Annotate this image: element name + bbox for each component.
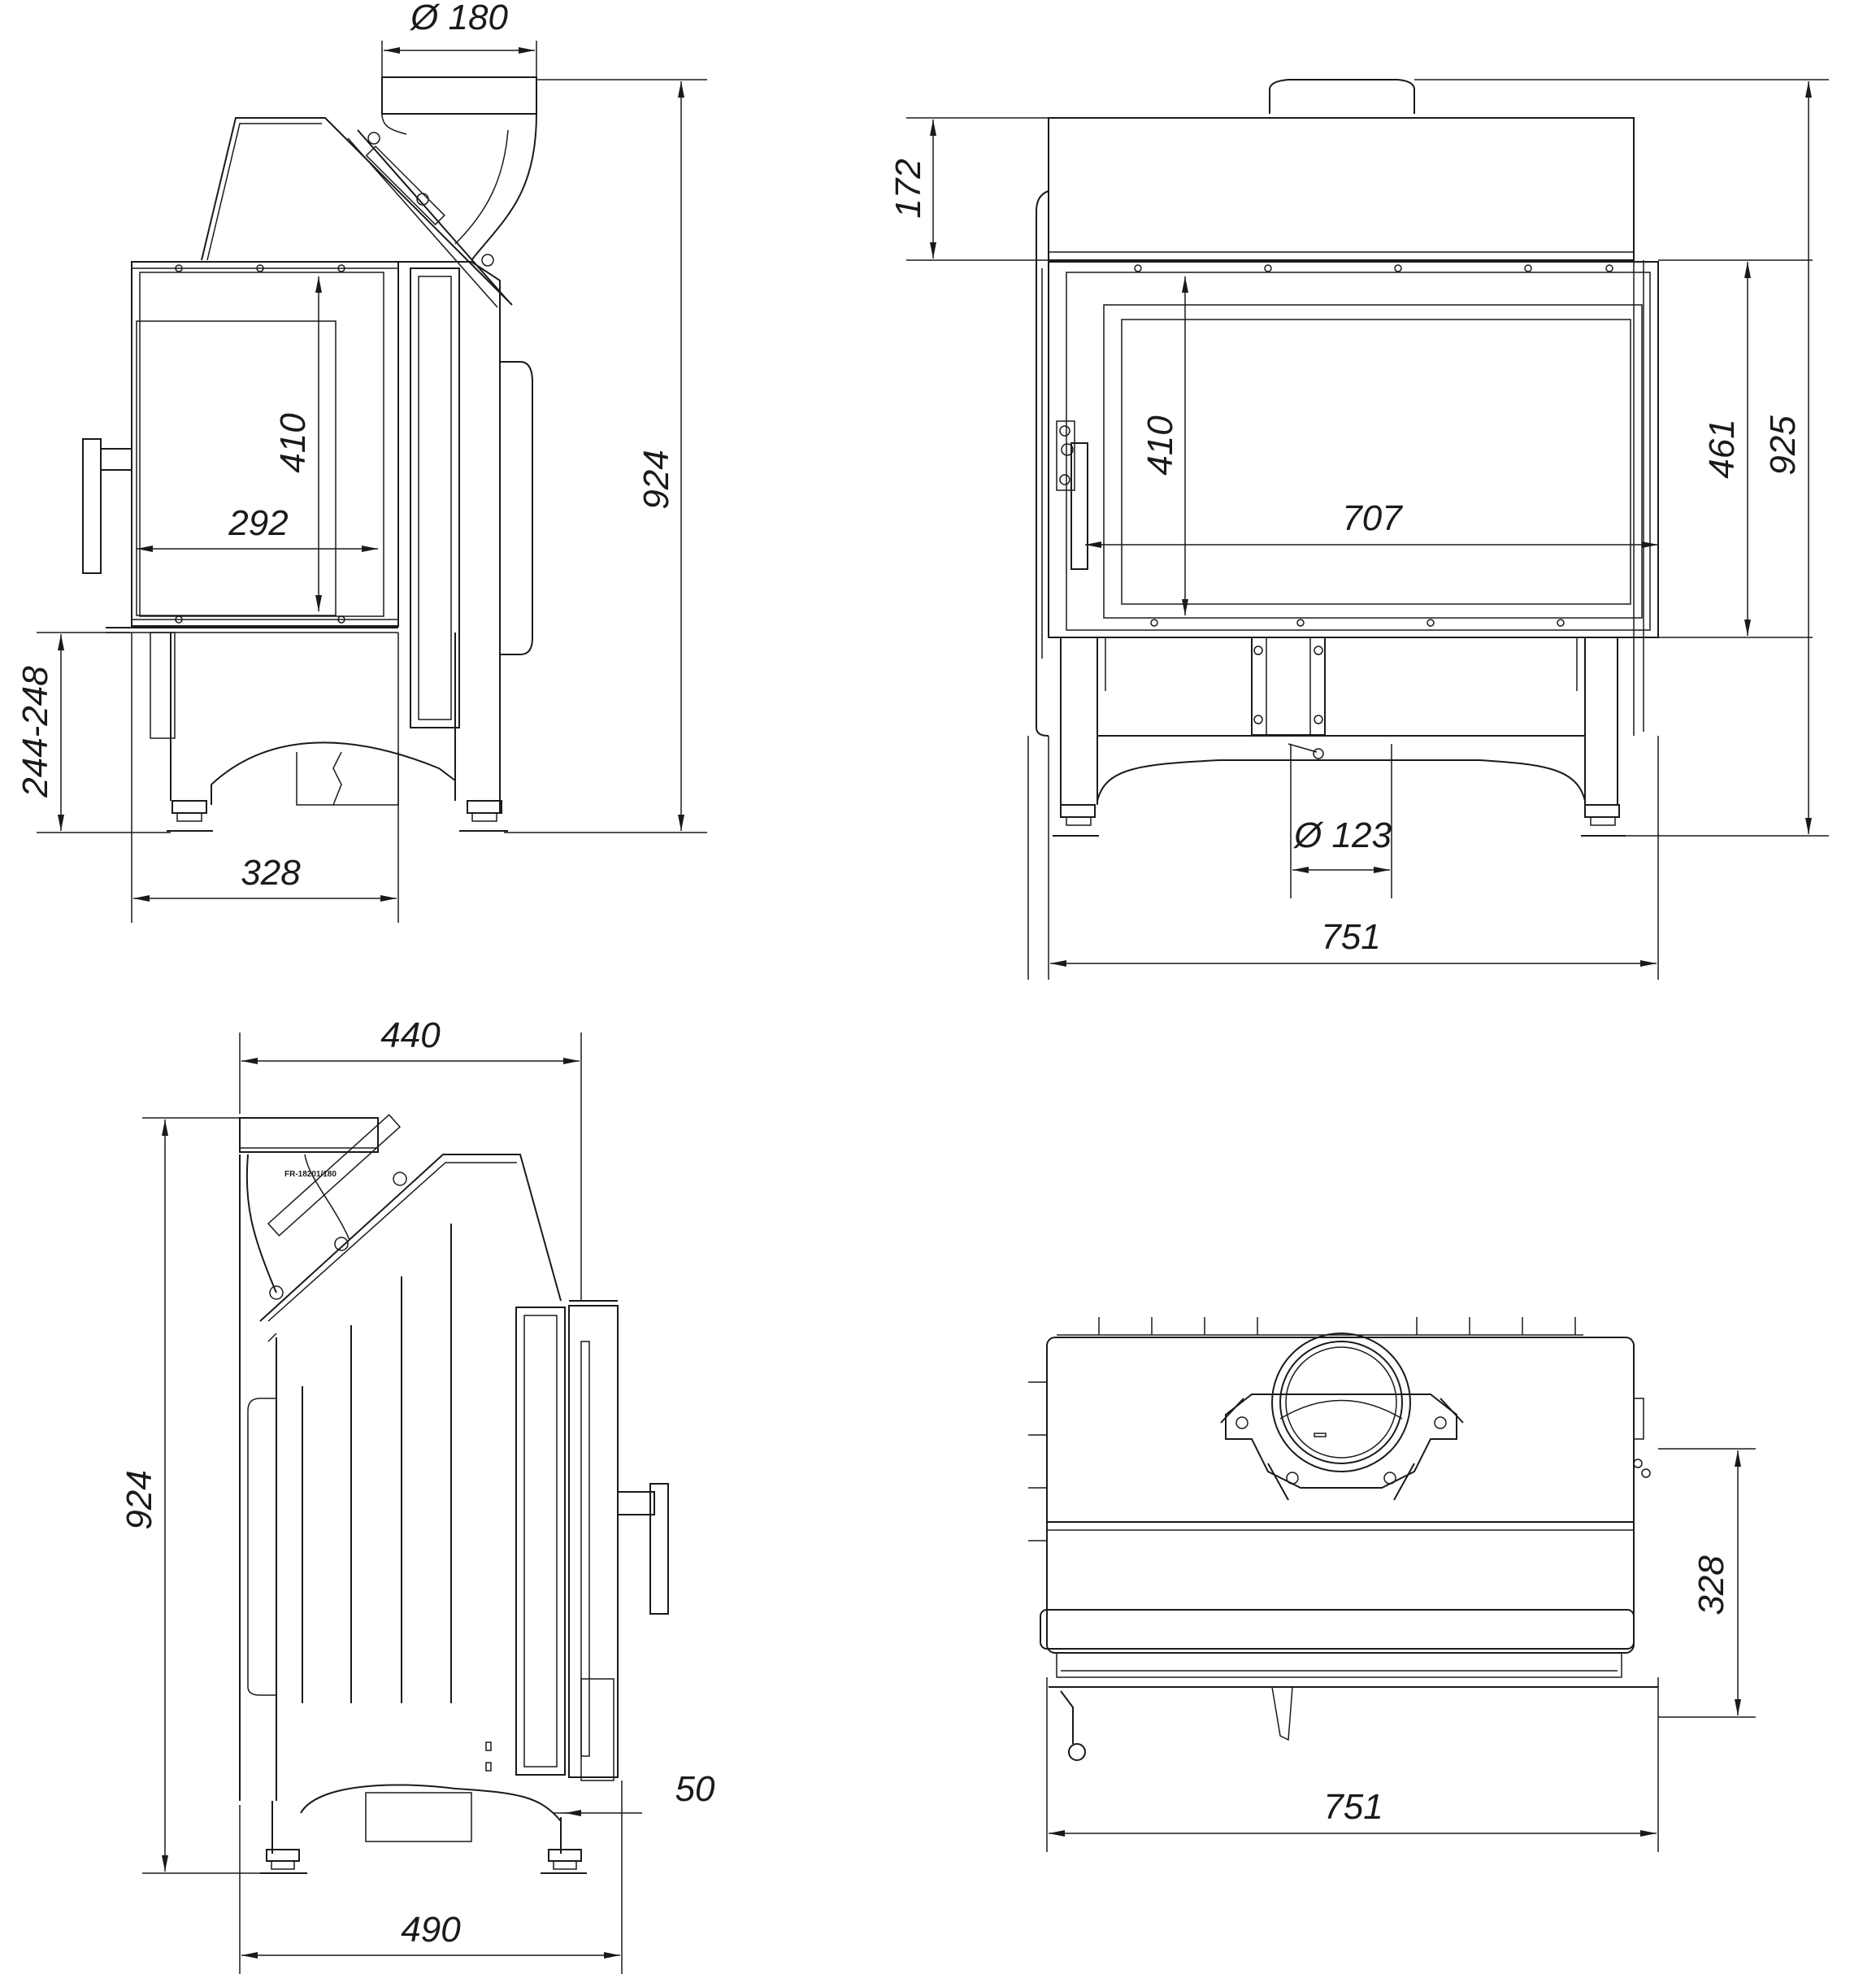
door-handle [82,438,132,574]
view-top [1028,1317,1658,1761]
door-hinge-handle [1056,420,1088,570]
dimensions-top: 328 751 [1046,1448,1756,1852]
dim-glass-height-front: 410 [1140,415,1180,476]
dim-glass-width-front: 707 [1342,498,1403,538]
door-handle-right [617,1483,669,1615]
dim-air-inlet-diameter: Ø 123 [1292,815,1392,855]
dim-top-section: 172 [888,159,928,218]
dim-door-height: 461 [1702,419,1742,478]
dim-leg-height: 244-248 [15,666,55,798]
dimensions-side-left: Ø 180 924 410 292 244-248 328 [15,0,707,923]
flue-marking: FR-18201/180 [284,1170,337,1179]
dim-top-depth: 440 [380,1015,441,1055]
dim-height-924-left: 924 [636,450,676,509]
view-front [1036,79,1659,837]
dim-depth-total: 490 [401,1910,461,1950]
dim-depth-top: 328 [1691,1555,1731,1615]
dim-depth-left: 328 [241,853,301,893]
flue-pipe [381,76,537,261]
dimensions-front: 172 410 707 461 925 Ø 123 751 [888,79,1829,980]
dim-glass-width-left: 292 [228,503,288,543]
dim-width-top: 751 [1323,1787,1383,1827]
dim-width-front: 751 [1321,917,1380,957]
flue-ring [1220,1333,1464,1501]
view-side-right: FR-18201/180 [239,1114,669,1874]
dimensions-side-right: 440 924 50 490 [119,1015,715,1974]
view-side-left [82,76,537,832]
dim-glass-height-left: 410 [273,413,313,473]
dim-flue-diameter: Ø 180 [409,0,508,37]
dim-offset: 50 [675,1769,715,1809]
dim-height-925: 925 [1763,415,1803,476]
dim-height-924-right: 924 [119,1470,159,1529]
